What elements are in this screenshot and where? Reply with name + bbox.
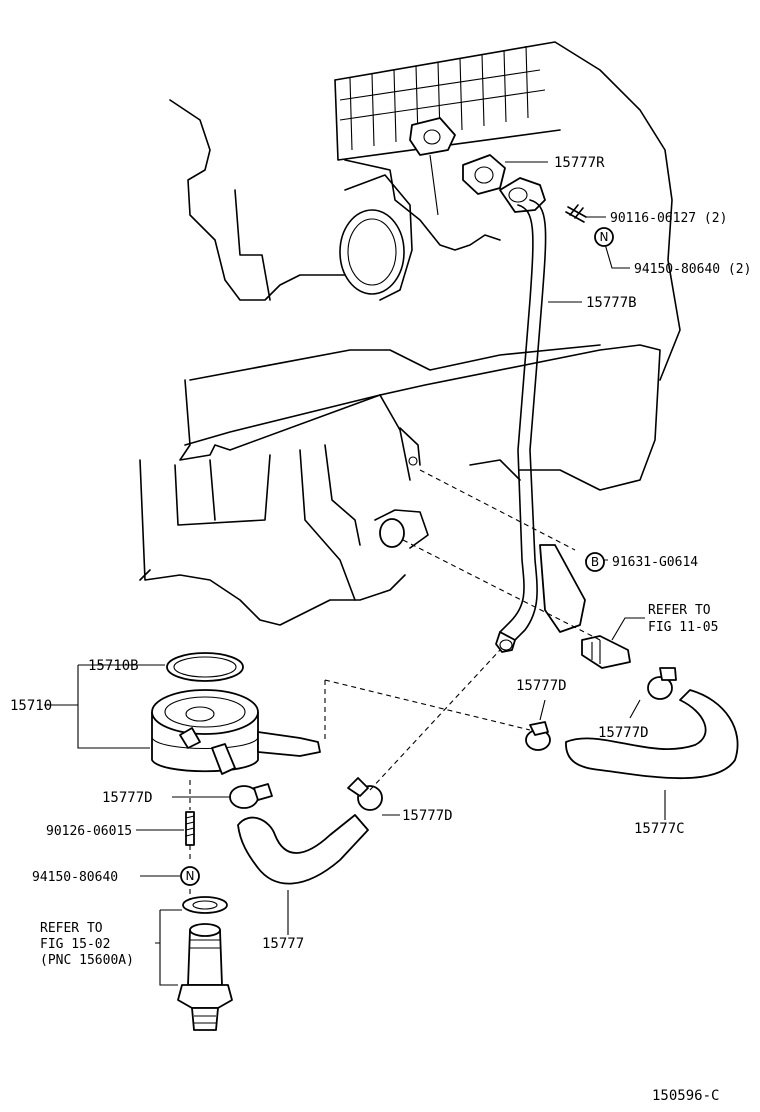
label-15777D-top: 15777D	[516, 678, 567, 694]
oil-cooler-15710	[151, 652, 321, 775]
label-15777D-mid: 15777D	[402, 808, 453, 824]
label-15777D-cooler: 15777D	[102, 790, 153, 806]
clamp-15777D-far	[647, 667, 677, 700]
label-15777B: 15777B	[586, 295, 637, 311]
union-refer-15-02	[177, 896, 233, 1031]
svg-text:B: B	[591, 555, 599, 569]
svg-text:N: N	[186, 869, 195, 883]
fitting-refer-11-05	[581, 635, 631, 669]
pipe-15777B	[462, 154, 586, 653]
svg-text:N: N	[600, 230, 609, 244]
label-15710B: 15710B	[88, 658, 139, 674]
label-15777: 15777	[262, 936, 304, 952]
label-90116-06127: 90116-06127 (2)	[610, 211, 727, 226]
label-91631-G0614: 91631-G0614	[612, 555, 698, 570]
label-fig-11-05: FIG 11-05	[648, 620, 718, 635]
clamp-15777D-mid	[347, 777, 383, 811]
badge-n-bottom: N	[180, 866, 200, 886]
label-refer-to-1: REFER TO	[648, 603, 711, 618]
hose-15777	[237, 814, 369, 885]
figure-code: 150596-C	[652, 1088, 719, 1104]
stud-90116	[565, 204, 587, 223]
label-pnc-15600a: (PNC 15600A)	[40, 953, 134, 968]
hose-15777C	[565, 689, 739, 780]
stud-90126	[185, 811, 195, 846]
label-15710: 15710	[10, 698, 52, 714]
badge-n-top: N	[594, 227, 614, 247]
engine-block	[139, 41, 681, 626]
badge-b-clip: B	[585, 552, 605, 572]
label-fig-15-02: FIG 15-02	[40, 937, 110, 952]
label-94150-80640: 94150-80640	[32, 870, 118, 885]
label-15777D-right: 15777D	[598, 725, 649, 741]
label-15777C: 15777C	[634, 821, 685, 837]
label-94150-80640-2: 94150-80640 (2)	[634, 262, 751, 277]
label-15777R: 15777R	[554, 155, 605, 171]
label-90126-06015: 90126-06015	[46, 824, 132, 839]
clamp-15777D-cooler	[229, 783, 273, 809]
leader-lines	[44, 161, 666, 986]
clamp-15777D-right	[525, 721, 551, 751]
label-refer-to-2: REFER TO	[40, 921, 103, 936]
